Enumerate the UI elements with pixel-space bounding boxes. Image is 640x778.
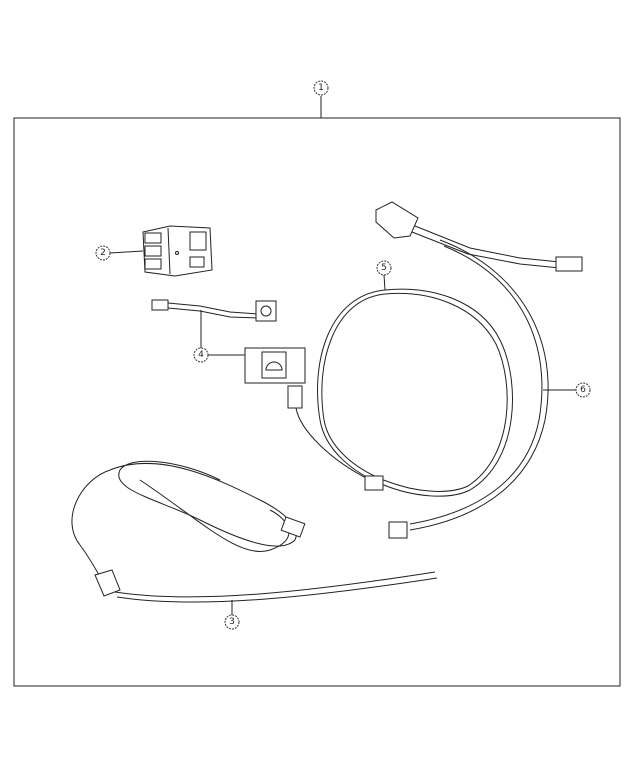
callout-label: 3 [229,617,235,627]
sensor-lead-part [71,460,438,603]
callout-label: 4 [198,350,204,360]
kit-frame [13,117,621,687]
callout-label: 2 [100,248,106,258]
callout-1: 1 [313,80,329,96]
harness-long-part [375,201,583,539]
callout-2: 2 [95,245,111,261]
callout-label: 6 [580,385,586,395]
callout-4: 4 [193,347,209,363]
callout-label: 1 [318,83,324,93]
callout-3: 3 [224,614,240,630]
callout-6: 6 [575,382,591,398]
module-part [142,225,213,277]
harness-short-part [287,288,513,497]
switch-part [151,299,306,384]
callout-5: 5 [376,260,392,276]
callout-label: 5 [381,263,387,273]
